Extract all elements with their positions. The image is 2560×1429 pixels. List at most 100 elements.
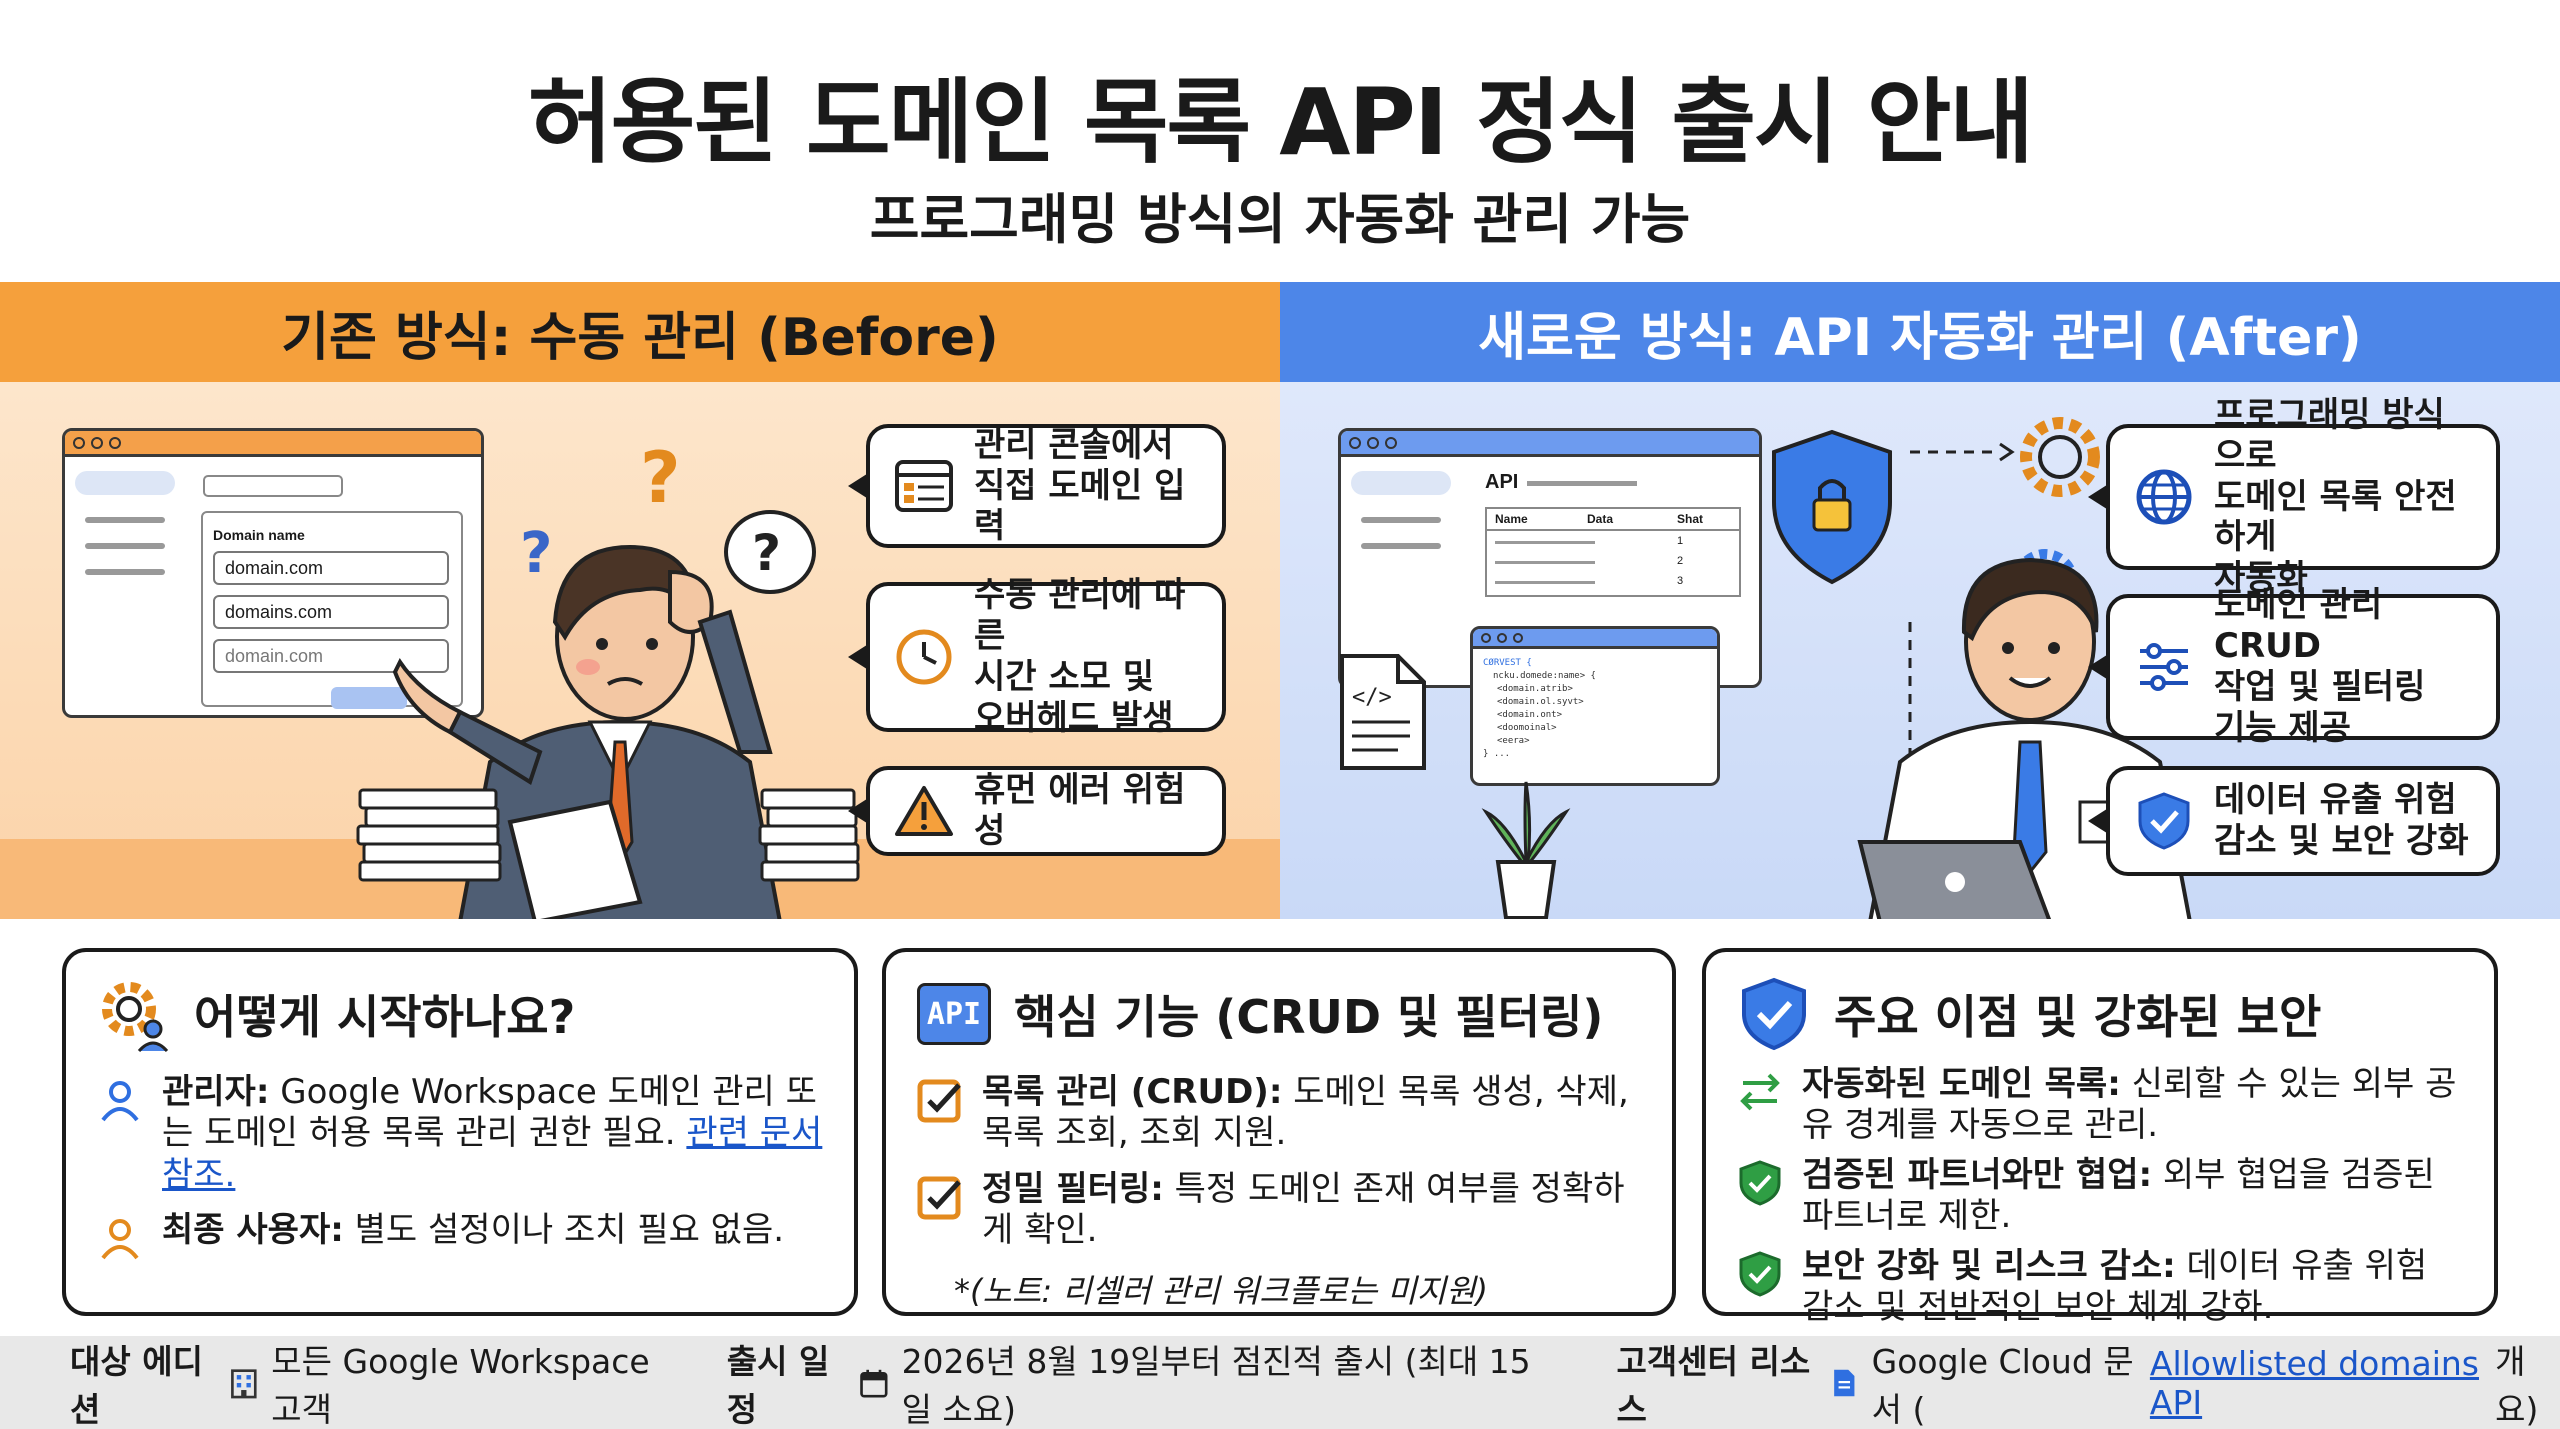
user-icon xyxy=(94,1212,146,1264)
callout-human-error: 휴먼 에러 위험성 xyxy=(848,766,1226,856)
api-badge-icon: API xyxy=(914,974,994,1054)
row-number-2: 2 xyxy=(1677,555,1684,567)
code-line-5: <domain.ont> xyxy=(1497,710,1563,720)
api-window: API Name Data Shat 1 2 3 xyxy=(1338,428,1762,688)
automation-illustration xyxy=(1772,417,2192,919)
code-line-1: CØRVEST { xyxy=(1483,658,1532,668)
footer-schedule: 출시 일정 2026년 8월 19일부터 점진적 출시 (최대 15일 소요) xyxy=(727,1335,1557,1429)
code-line-4: <domain.ol.syvt> xyxy=(1497,697,1584,707)
document-icon xyxy=(1834,1369,1855,1396)
before-panel: Domain name domain.com domains.com domai… xyxy=(0,382,1280,919)
building-icon xyxy=(230,1368,257,1398)
code-file-icon: </> xyxy=(1340,654,1426,770)
code-line-6: <doomoinal> xyxy=(1497,723,1557,733)
admin-text: Google Workspace 도메인 관리 또는 도메인 허용 목록 관리 … xyxy=(162,1072,817,1154)
filtering-text: 특정 도메인 존재 여부를 정확하게 확인. xyxy=(982,1168,1625,1251)
schedule-label: 출시 일정 xyxy=(726,1341,830,1429)
card-getting-started-title: 어떻게 시작하나요? xyxy=(194,990,576,1044)
svg-text:?: ? xyxy=(520,521,552,586)
submit-button[interactable] xyxy=(331,687,407,709)
card-benefits-title: 주요 이점 및 강화된 보안 xyxy=(1834,990,2322,1044)
row-number-3: 3 xyxy=(1677,575,1684,587)
shield-check-icon xyxy=(1734,1157,1786,1209)
schedule-value: 2026년 8월 19일부터 점진적 출시 (최대 15일 소요) xyxy=(901,1341,1531,1429)
domain-field-2[interactable]: domains.com xyxy=(213,595,449,629)
callout-console-input: 관리 콘솔에서 직접 도메인 입력 xyxy=(848,424,1226,548)
callout-crud: 도메인 관리 CRUD 작업 및 필터링 기능 제공 xyxy=(2088,585,2500,748)
callout-security-text: 데이터 유출 위험 감소 및 보안 강화 xyxy=(2214,780,2469,861)
shield-check-icon xyxy=(1734,974,1814,1054)
filtering-label: 정밀 필터링: xyxy=(982,1168,1164,1209)
list-item: 정밀 필터링: 특정 도메인 존재 여부를 정확하게 확인. xyxy=(914,1169,1644,1252)
page-subtitle: 프로그래밍 방식의 자동화 관리 가능 xyxy=(869,188,1691,251)
header: 허용된 도메인 목록 API 정식 출시 안내 프로그래밍 방식의 자동화 관리… xyxy=(0,0,2560,282)
table-header-shat: Shat xyxy=(1677,512,1704,526)
after-heading: 새로운 방식: API 자동화 관리 (After) xyxy=(1280,282,2560,382)
domain-name-label: Domain name xyxy=(213,527,305,543)
gear-user-icon xyxy=(94,974,174,1054)
code-line-8: } ... xyxy=(1483,749,1511,759)
code-line-2: ncku.domede:name> { xyxy=(1493,671,1596,681)
callout-time-overhead: 수동 관리에 따른 시간 소모 및 오버헤드 발생 xyxy=(848,575,1226,738)
list-item: 검증된 파트너와만 협업: 외부 협업을 검증된 파트너로 제한. xyxy=(1734,1155,2466,1238)
resources-suffix: 개요) xyxy=(2495,1341,2539,1429)
sliders-icon xyxy=(2132,635,2196,699)
table-header-name: Name xyxy=(1495,512,1528,526)
end-user-text: 별도 설정이나 조치 필요 없음. xyxy=(343,1210,785,1251)
code-line-3: <domain.atrib> xyxy=(1497,684,1573,694)
list-item: 목록 관리 (CRUD): 도메인 목록 생성, 삭제, 목록 조회, 조회 지… xyxy=(914,1072,1644,1155)
callout-time-text: 수동 관리에 따른 시간 소모 및 오버헤드 발생 xyxy=(974,575,1186,738)
row-number-1: 1 xyxy=(1677,535,1684,547)
resources-label: 고객센터 리소스 xyxy=(1616,1341,1811,1429)
edition-value: 모든 Google Workspace 고객 xyxy=(271,1341,650,1429)
card-core-features-title: 핵심 기능 (CRUD 및 필터링) xyxy=(1014,990,1604,1044)
allowlisted-domains-api-link[interactable]: Allowlisted domains API xyxy=(2149,1343,2479,1422)
paper-stack-right xyxy=(758,788,860,882)
code-line-7: <eera> xyxy=(1497,736,1530,746)
footer-edition: 대상 에디션 모든 Google Workspace 고객 xyxy=(70,1335,667,1429)
automated-list-text: 신뢰할 수 있는 외부 공유 경계를 자동으로 관리. xyxy=(1802,1064,2457,1146)
stressed-man-illustration: ? ? ? xyxy=(392,437,816,919)
checkbox-icon xyxy=(914,1171,966,1223)
sync-arrows-icon xyxy=(1734,1066,1786,1118)
admin-console-window: Domain name domain.com domains.com domai… xyxy=(62,428,484,718)
domain-field-3[interactable]: domain.com xyxy=(213,639,449,673)
card-getting-started: 어떻게 시작하나요? 관리자: Google Workspace 도메인 관리 … xyxy=(62,948,858,1316)
user-icon xyxy=(94,1074,146,1126)
checkbox-icon xyxy=(914,1074,966,1126)
resources-prefix: Google Cloud 문서 ( xyxy=(1871,1341,2134,1429)
reseller-note: *(노트: 리셀러 관리 워크플로는 미지원) xyxy=(954,1271,1489,1310)
list-item: 관리자: Google Workspace 도메인 관리 또는 도메인 허용 목… xyxy=(94,1072,826,1196)
admin-label: 관리자: xyxy=(162,1072,270,1112)
domain-field-1[interactable]: domain.com xyxy=(213,551,449,585)
risk-reduction-text: 데이터 유출 위험 감소 및 전반적인 보안 체계 강화. xyxy=(1802,1245,2428,1328)
table-header-data: Data xyxy=(1587,512,1614,526)
footer-resources: 고객센터 리소스 Google Cloud 문서 (Allowlisted do… xyxy=(1617,1335,2560,1429)
warning-icon xyxy=(892,779,956,843)
card-benefits: 주요 이점 및 강화된 보안 자동화된 도메인 목록: 신뢰할 수 있는 외부 … xyxy=(1702,948,2498,1327)
edition-label: 대상 에디션 xyxy=(70,1341,203,1429)
code-window: CØRVEST { ncku.domede:name> { <domain.at… xyxy=(1470,626,1720,786)
risk-reduction-label: 보안 강화 및 리스크 감소: xyxy=(1802,1245,2176,1286)
svg-text:</>: </> xyxy=(1352,685,1392,710)
paper-stack-left xyxy=(356,788,502,882)
after-panel: API Name Data Shat 1 2 3 </> CØRVEST { n… xyxy=(1280,382,2560,919)
plant-icon xyxy=(1481,781,1571,919)
callout-security: 데이터 유출 위험 감소 및 보안 강화 xyxy=(2088,766,2500,876)
svg-text:?: ? xyxy=(640,437,681,519)
card-core-features: API 핵심 기능 (CRUD 및 필터링) 목록 관리 (CRUD): 도메인… xyxy=(882,948,1676,1316)
related-docs-link[interactable]: 관련 문서 참조. xyxy=(162,1113,823,1195)
api-label: API xyxy=(1485,471,1519,493)
end-user-label: 최종 사용자: xyxy=(162,1210,344,1251)
before-heading: 기존 방식: 수동 관리 (Before) xyxy=(0,282,1280,382)
page-title: 허용된 도메인 목록 API 정식 출시 안내 xyxy=(528,69,2034,176)
crud-label: 목록 관리 (CRUD): xyxy=(982,1072,1283,1112)
crud-text: 도메인 목록 생성, 삭제, 목록 조회, 조회 지원. xyxy=(982,1072,1629,1154)
clock-icon xyxy=(892,625,956,689)
console-window-icon xyxy=(892,454,956,518)
verified-partners-label: 검증된 파트너와만 협업: xyxy=(1802,1154,2153,1195)
callout-programmatic-text: 프로그래밍 방식으로 도메인 목록 안전하게 자동화 xyxy=(2214,395,2457,599)
calendar-icon xyxy=(860,1369,888,1398)
globe-icon xyxy=(2132,465,2196,529)
callout-console-text: 관리 콘솔에서 직접 도메인 입력 xyxy=(974,424,1186,547)
